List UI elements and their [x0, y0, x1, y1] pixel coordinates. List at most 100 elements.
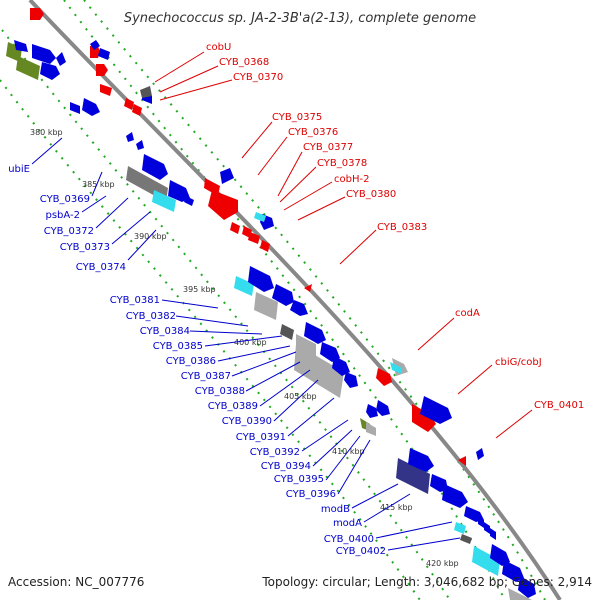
gene-label-CYB_0386: CYB_0386	[166, 356, 216, 367]
gene-arrow	[248, 266, 274, 292]
gene-arrow	[254, 292, 278, 320]
gene-arrow	[420, 396, 452, 424]
gene-label-CYB_0375: CYB_0375	[272, 112, 322, 123]
gene-label-CYB_0396: CYB_0396	[286, 489, 336, 500]
gene-label-psbA-2: psbA-2	[46, 210, 81, 221]
gene-arrow	[70, 102, 80, 114]
gene-arrow	[412, 404, 436, 432]
gene-arrow	[458, 456, 466, 466]
outer-guide-reverse	[1, 29, 451, 600]
strand-guides	[0, 0, 546, 600]
gene-label-modB: modB	[321, 504, 350, 515]
kbp-label: 380 kbp	[30, 128, 63, 137]
gene-arrow	[248, 232, 260, 244]
gene-arrow	[96, 64, 108, 76]
gene-label-CYB_0388: CYB_0388	[195, 386, 245, 397]
gene-arrow	[90, 40, 100, 50]
gene-label-CYB_0376: CYB_0376	[288, 127, 338, 138]
gene-arrow	[16, 56, 40, 80]
gene-label-CYB_0387: CYB_0387	[181, 371, 231, 382]
gene-arrow	[142, 154, 168, 180]
forward-genes	[30, 8, 484, 466]
gene-arrow	[272, 284, 294, 306]
gene-label-CYB_0383: CYB_0383	[377, 222, 427, 233]
gene-label-CYB_0372: CYB_0372	[44, 226, 94, 237]
kbp-label: 385 kbp	[82, 180, 115, 189]
gene-arrow	[390, 362, 402, 374]
gene-label-cbiG-cobJ: cbiG/cobJ	[495, 357, 542, 368]
gene-arrow	[430, 474, 448, 492]
gene-arrow	[184, 196, 194, 206]
gene-arrow	[472, 546, 500, 576]
gene-label-CYB_0374: CYB_0374	[76, 262, 126, 273]
kbp-label: 395 kbp	[183, 285, 216, 294]
map-title: Synechococcus sp. JA-2-3B'a(2-13), compl…	[124, 11, 476, 26]
gene-label-codA: codA	[455, 308, 480, 319]
gene-label-cobH-2: cobH-2	[334, 174, 369, 185]
gene-label-CYB_0373: CYB_0373	[60, 242, 110, 253]
gene-label-CYB_0402: CYB_0402	[336, 546, 386, 557]
gene-arrow	[366, 422, 376, 436]
gene-label-CYB_0400: CYB_0400	[324, 534, 374, 545]
gene-arrow	[98, 48, 110, 60]
gene-arrow	[304, 322, 326, 344]
gene-arrow	[220, 168, 234, 184]
kbp-label: 420 kbp	[426, 559, 459, 568]
topology-text: Topology: circular; Length: 3,046,682 bp…	[261, 575, 592, 589]
gene-arrow	[508, 588, 532, 600]
gene-arrow	[230, 222, 240, 234]
outer-guide-reverse-2	[0, 79, 421, 600]
gene-label-CYB_0381: CYB_0381	[110, 295, 160, 306]
gene-arrow	[126, 132, 134, 142]
gene-arrow	[260, 240, 270, 252]
gene-label-CYB_0380: CYB_0380	[346, 189, 396, 200]
gene-arrow	[454, 522, 466, 534]
gene-arrow	[478, 516, 484, 528]
gene-arrow	[100, 84, 112, 96]
kbp-label: 400 kbp	[234, 338, 267, 347]
gene-label-CYB_0390: CYB_0390	[222, 416, 272, 427]
accession-text: Accession: NC_007776	[8, 575, 144, 589]
gene-arrow	[408, 448, 434, 472]
gene-label-cobU: cobU	[206, 42, 231, 53]
gene-arrow	[344, 372, 358, 388]
gene-arrow	[30, 8, 44, 20]
gene-label-CYB_0389: CYB_0389	[208, 401, 258, 412]
gene-arrow	[294, 344, 344, 398]
gene-arrow	[376, 400, 390, 416]
gene-arrow	[140, 86, 152, 98]
gene-arrow	[234, 276, 254, 296]
gene-label-ubiE: ubiE	[8, 164, 30, 175]
kbp-label: 415 kbp	[380, 503, 413, 512]
gene-label-CYB_0370: CYB_0370	[233, 72, 283, 83]
gene-label-CYB_0392: CYB_0392	[250, 447, 300, 458]
gene-arrow	[14, 40, 28, 52]
gene-arrow	[136, 140, 144, 150]
gene-arrow	[366, 404, 378, 418]
gene-arrow	[290, 300, 308, 316]
gene-arrow	[490, 528, 496, 540]
gene-arrow	[332, 356, 350, 376]
gene-arrow	[304, 284, 312, 292]
gene-label-CYB_0384: CYB_0384	[140, 326, 190, 337]
gene-arrow	[484, 522, 490, 534]
gene-label-CYB_0382: CYB_0382	[126, 311, 176, 322]
gene-label-CYB_0378: CYB_0378	[317, 158, 367, 169]
gene-arrow	[296, 334, 316, 356]
gene-arrow	[168, 180, 190, 202]
gene-arrow	[82, 98, 100, 116]
forward-gene-labels: cobU CYB_0368 CYB_0370 CYB_0375 CYB_0376…	[154, 42, 584, 439]
outer-guide-forward	[63, 0, 506, 600]
gene-label-CYB_0377: CYB_0377	[303, 142, 353, 153]
gene-label-CYB_0394: CYB_0394	[261, 461, 311, 472]
gene-arrow	[442, 484, 468, 508]
gene-arrow	[518, 576, 536, 598]
gene-arrow	[208, 190, 238, 220]
gene-label-CYB_0369: CYB_0369	[40, 194, 90, 205]
gene-arrow	[32, 44, 56, 64]
reverse-gene-labels: ubiE CYB_0369 psbA-2 CYB_0372 CYB_0373 C…	[8, 137, 461, 557]
gene-label-CYB_0395: CYB_0395	[274, 474, 324, 485]
gene-arrow	[502, 560, 524, 582]
gene-arrow	[124, 98, 134, 110]
